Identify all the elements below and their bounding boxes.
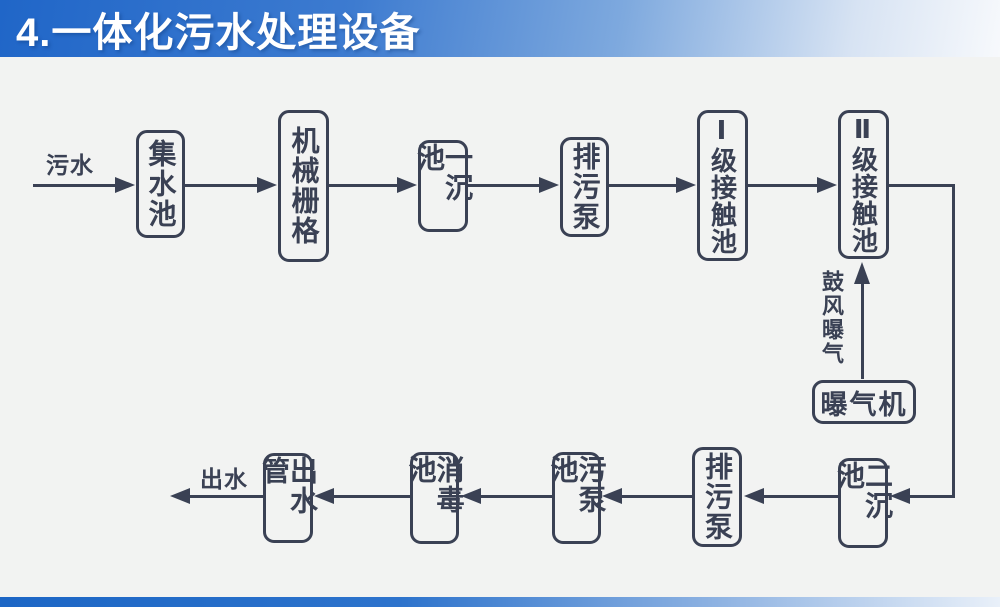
arrow-head-4-icon (676, 177, 696, 193)
arrow-head-8-icon (461, 488, 481, 504)
arrow-head-aerator-up-icon (854, 262, 870, 284)
node-mechanical-grid: 机械栅格 (278, 110, 329, 262)
arrow-head-1-icon (257, 177, 277, 193)
arrow-line-9 (333, 495, 410, 498)
node-sludge-pump-tank: 污泵池 (548, 452, 607, 544)
arrow-head-elbow-icon (890, 488, 910, 504)
slide-footer-bar (0, 597, 1000, 607)
slide-title: 4.一体化污水处理设备 (16, 10, 421, 55)
label-blast-aeration: 鼓风曝气 (819, 270, 844, 366)
arrow-line-outlet (189, 495, 263, 498)
node-collecting-tank: 集水池 (136, 130, 185, 238)
arrow-line-1 (185, 184, 259, 187)
arrow-line-aerator (861, 282, 864, 379)
arrow-head-9-icon (314, 488, 334, 504)
arrow-line-7 (621, 495, 692, 498)
arrow-line-6 (763, 495, 838, 498)
label-outlet-water: 出水 (200, 466, 248, 492)
elbow-line-vertical (952, 184, 955, 497)
arrow-line-8 (480, 495, 552, 498)
node-sewage-pump-bottom: 排污泵 (692, 447, 742, 547)
arrow-line-5 (748, 184, 819, 187)
label-inlet-sewage: 污水 (46, 152, 94, 178)
arrow-line-inlet (33, 184, 118, 187)
node-contact-tank-2: Ⅱ级接触池 (838, 110, 889, 259)
elbow-line-bottom (910, 495, 955, 498)
node-sewage-pump-top: 排污泵 (560, 137, 609, 237)
arrow-head-7-icon (602, 488, 622, 504)
arrow-head-inlet-icon (115, 177, 135, 193)
arrow-head-2-icon (397, 177, 417, 193)
elbow-line-top (889, 184, 955, 187)
node-disinfection-tank: 消毒池 (406, 452, 465, 544)
node-primary-sedimentation-tank: 一沉池 (414, 140, 473, 232)
arrow-head-6-icon (744, 488, 764, 504)
node-aerator: 曝气机 (812, 380, 916, 424)
arrow-head-5-icon (817, 177, 837, 193)
arrow-line-2 (329, 184, 399, 187)
arrow-line-3 (468, 184, 541, 187)
node-secondary-sedimentation-tank: 二沉池 (834, 458, 893, 548)
arrow-head-3-icon (539, 177, 559, 193)
arrow-head-outlet-icon (170, 488, 190, 504)
slide-header-bar: 4.一体化污水处理设备 (0, 0, 1000, 57)
node-contact-tank-1: Ⅰ级接触池 (697, 110, 748, 261)
node-outlet-pipe: 出水管 (259, 453, 318, 543)
arrow-line-4 (609, 184, 678, 187)
